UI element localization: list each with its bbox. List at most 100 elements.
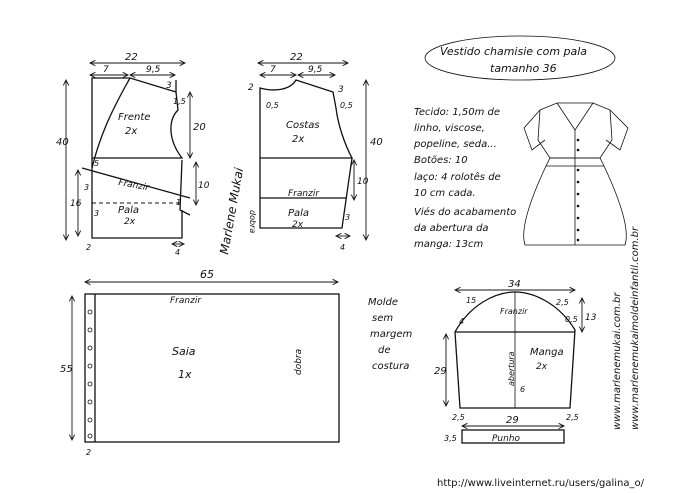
back-top-right: 3 <box>338 85 344 95</box>
dress-buttons <box>576 138 580 242</box>
front-pala-height: 16 <box>70 199 82 209</box>
sleeve-width: 34 <box>508 279 521 290</box>
sleeve-height: 29 <box>434 366 447 377</box>
seam-note: Molde sem margem de costura <box>368 297 412 372</box>
title-block: Vestido chamisie com pala tamanho 36 <box>424 35 616 81</box>
sleeve-piece: 34 15 2,5 4 0,5 13 Franzir 29 Manga 2x a… <box>434 279 597 444</box>
dress-left-sleeve <box>523 109 546 151</box>
back-dobra: dobra <box>248 210 257 233</box>
back-neck: 7 <box>270 65 276 75</box>
signature: Marlene Mukai <box>217 166 246 256</box>
cuff-height: 3,5 <box>444 434 457 443</box>
materials-bias-2: da abertura da <box>414 223 489 234</box>
front-pala-label: Pala <box>118 205 139 216</box>
back-piece: 22 7 9,5 2 3 0,5 0,5 Costas 2x 40 10 Fra… <box>248 52 383 252</box>
materials-list: Tecido: 1,50m de linho, viscose, popelin… <box>413 107 516 250</box>
back-count: 2x <box>292 134 304 145</box>
front-bottom-4: 4 <box>175 248 180 257</box>
front-count: 2x <box>125 126 137 137</box>
sleeve-abertura: abertura <box>507 351 516 386</box>
materials-bow-2: 10 cm cada. <box>414 188 476 199</box>
skirt-franzir: Franzir <box>170 296 202 306</box>
front-side: 1,5 <box>173 97 186 106</box>
title-line-1: Vestido chamisie com pala <box>440 45 587 58</box>
dress-illustration <box>523 102 629 246</box>
skirt-buttonholes <box>87 309 93 439</box>
sleeve-outline <box>454 291 576 409</box>
cuff-outline <box>461 429 565 444</box>
back-side: 0,5 <box>266 101 279 110</box>
back-height: 40 <box>370 137 383 148</box>
sleeve-label: Manga <box>530 347 564 358</box>
sleeve-franzir: Franzir <box>500 307 528 316</box>
back-width: 22 <box>290 52 303 63</box>
note-line-4: de <box>378 345 391 356</box>
front-pala-count: 2x <box>124 217 136 227</box>
back-top-left: 2 <box>248 83 254 93</box>
sleeve-cap-left: 15 <box>466 296 476 305</box>
note-line-1: Molde <box>368 297 398 308</box>
materials-bias-3: manga: 13cm <box>414 239 483 250</box>
front-franzir: Franzir <box>117 178 151 193</box>
sleeve-bottom-left: 2,5 <box>452 413 465 422</box>
back-bodice-outline <box>259 79 354 159</box>
materials-bow-1: laço: 4 rolotês de <box>414 171 501 183</box>
front-top: 3 <box>166 81 172 91</box>
sleeve-cap-rin: 0,5 <box>565 315 578 324</box>
footer-url[interactable]: http://www.liveinternet.ru/users/galina_… <box>437 478 645 489</box>
back-lower: 10 <box>357 177 369 187</box>
front-height: 40 <box>56 137 69 148</box>
front-label: Frente <box>118 112 150 123</box>
materials-fabric-2: linho, viscose, <box>414 123 485 134</box>
back-side2: 0,5 <box>340 101 353 110</box>
sleeve-side: 13 <box>585 313 597 323</box>
skirt-piece: 65 Franzir Saia 1x dobra 55 2 <box>60 268 340 457</box>
website-2: www.marlenemukaimoldeinfantil.com.br <box>630 226 641 430</box>
front-pala-3: 3 <box>94 209 99 218</box>
front-left-3: 3 <box>84 183 89 192</box>
front-small-1: 1 <box>176 198 181 207</box>
front-shoulder: 9,5 <box>146 65 161 75</box>
front-bodice-outline <box>91 77 184 159</box>
sleeve-count: 2x <box>536 362 548 372</box>
front-bottom-2: 2 <box>86 243 91 252</box>
note-line-5: costura <box>372 361 409 372</box>
back-pala-count: 2x <box>292 220 304 230</box>
front-lower-outline <box>91 158 183 239</box>
cuff-label: Punho <box>492 434 521 444</box>
back-lower-outline <box>259 157 353 229</box>
website-1: www.marlenemukai.com.br <box>612 292 623 430</box>
dress-right-sleeve <box>605 109 629 151</box>
materials-buttons: Botões: 10 <box>414 155 468 166</box>
front-neckline <box>91 77 131 169</box>
back-franzir: Franzir <box>288 189 320 199</box>
back-pala-3: 3 <box>345 213 350 222</box>
front-lower: 10 <box>198 181 210 191</box>
skirt-height: 55 <box>60 364 73 375</box>
skirt-bottom-2: 2 <box>86 448 91 457</box>
sleeve-cap-in: 4 <box>459 317 464 326</box>
note-line-2: sem <box>372 313 393 324</box>
front-neck: 7 <box>103 65 109 75</box>
title-cloud <box>424 35 616 81</box>
skirt-outline <box>84 293 340 443</box>
back-label: Costas <box>286 120 320 131</box>
back-bottom-4: 4 <box>340 243 345 252</box>
dress-vneck <box>556 102 594 131</box>
skirt-width: 65 <box>200 268 214 281</box>
cuff-width: 29 <box>506 415 519 426</box>
sleeve-cap-right: 2,5 <box>556 298 569 307</box>
materials-fabric-3: popeline, seda... <box>413 139 497 150</box>
skirt-label: Saia <box>172 345 196 358</box>
materials-bias-1: Viés do acabamento <box>414 206 516 218</box>
note-line-3: margem <box>370 329 412 340</box>
sleeve-bottom-right: 2,5 <box>566 413 579 422</box>
dress-bodice <box>537 102 613 159</box>
title-line-2: tamanho 36 <box>490 62 557 75</box>
back-shoulder: 9,5 <box>308 65 323 75</box>
skirt-count: 1x <box>178 368 192 381</box>
front-armhole-depth: 20 <box>193 122 206 133</box>
front-piece: 22 7 9,5 3 1,5 20 Frente 2x 40 Franzir 1… <box>56 52 210 257</box>
materials-fabric-1: Tecido: 1,50m de <box>414 107 500 118</box>
